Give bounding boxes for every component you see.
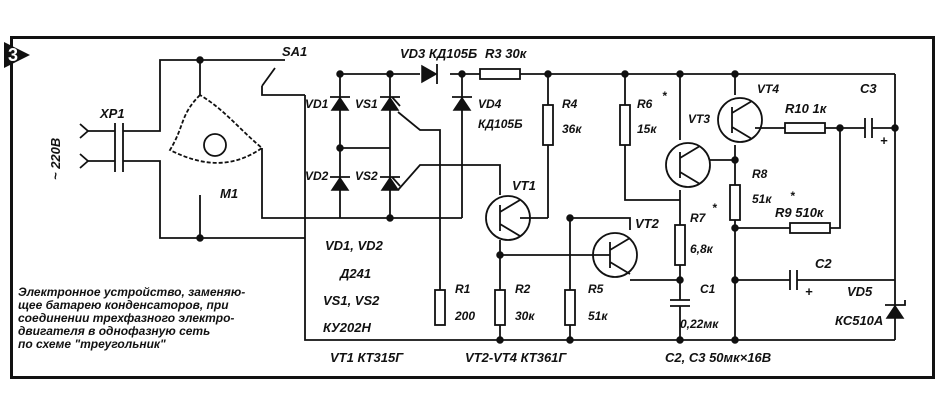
- ku202n-type-label: КУ202Н: [323, 320, 371, 335]
- vd5-type-label: КС510А: [835, 313, 883, 328]
- r9-label: R9 510к: [775, 205, 825, 220]
- r9-star: *: [790, 189, 796, 203]
- c2-plus-sign: +: [805, 284, 813, 299]
- vd3-diode-symbol: [421, 64, 438, 84]
- vt1-label: VT1: [512, 178, 536, 193]
- vt2-label: VT2: [635, 216, 660, 231]
- vd1-vd2-type-label: VD1, VD2: [325, 238, 384, 253]
- c3-label: C3: [860, 81, 877, 96]
- vs2-thyristor-symbol: [380, 176, 401, 191]
- c2-c3-type-label: С2, С3 50мк×16В: [665, 350, 771, 365]
- vd2-label: VD2: [305, 169, 329, 183]
- vd1-diode-symbol: [330, 96, 350, 111]
- r10-resistor-symbol: [784, 122, 826, 134]
- vt3-transistor-symbol: [665, 142, 711, 188]
- sa1-label: SA1: [282, 44, 307, 59]
- figure-frame: [10, 36, 935, 379]
- r3-label: R3 30к: [485, 46, 528, 61]
- vd1-label: VD1: [305, 97, 329, 111]
- vd4-label: VD4: [478, 97, 502, 111]
- m1-label: M1: [220, 186, 238, 201]
- xp1-label: XP1: [99, 106, 125, 121]
- vd4-type-label: КД105Б: [478, 117, 523, 131]
- r8-value-label: 51к: [752, 192, 772, 206]
- junction-dots: [196, 56, 899, 344]
- r2-resistor-symbol: [494, 289, 506, 326]
- caption-line: щее батарею конденсаторов, при: [18, 298, 229, 312]
- caption-line: по схеме "треугольник": [18, 337, 166, 351]
- r1-value-label: 200: [454, 309, 475, 323]
- vt1-transistor-symbol: [485, 195, 531, 241]
- r6-star: *: [662, 89, 668, 103]
- r7-resistor-symbol: [674, 224, 686, 266]
- r8-resistor-symbol: [729, 184, 741, 221]
- r5-resistor-symbol: [564, 289, 576, 326]
- vt2-vt4-type-label: VT2-VT4 КТ361Г: [465, 350, 567, 365]
- r7-value-label: 6,8к: [690, 242, 714, 256]
- vt4-label: VT4: [757, 82, 779, 96]
- mains-voltage-label: ~ 220В: [48, 138, 63, 180]
- vs1-label: VS1: [355, 97, 378, 111]
- sa1-switch-symbol: [261, 59, 285, 87]
- r4-label: R4: [562, 97, 578, 111]
- caption-line: соединении трехфазного электро-: [18, 311, 235, 325]
- r4-value-label: 36к: [562, 122, 582, 136]
- r6-label: R6: [637, 97, 653, 111]
- d241-type-label: Д241: [339, 266, 371, 281]
- vd3-label: VD3 КД105Б: [400, 46, 477, 61]
- vs2-label: VS2: [355, 169, 378, 183]
- c1-value-label: 0,22мк: [680, 317, 719, 331]
- r1-resistor-symbol: [434, 289, 446, 326]
- r7-label: R7: [690, 211, 707, 225]
- r1-label: R1: [455, 282, 471, 296]
- vd5-zener-symbol: [885, 300, 906, 319]
- r5-label: R5: [588, 282, 604, 296]
- wires: [88, 59, 896, 341]
- vt3-label: VT3: [688, 112, 710, 126]
- vs1-vs2-type-label: VS1, VS2: [323, 293, 380, 308]
- r10-label: R10 1к: [785, 101, 828, 116]
- xp1-plug: [79, 123, 89, 169]
- vt2-transistor-symbol: [592, 232, 638, 278]
- vt1-type-label: VT1 КТ315Г: [330, 350, 404, 365]
- vd5-label: VD5: [847, 284, 873, 299]
- c2-label: C2: [815, 256, 832, 271]
- c3-plus-sign: +: [880, 133, 888, 148]
- vd4-diode-symbol: [452, 96, 472, 111]
- r5-value-label: 51к: [588, 309, 608, 323]
- r2-label: R2: [515, 282, 531, 296]
- c2-capacitor-symbol: [789, 270, 805, 290]
- r6-resistor-symbol: [619, 104, 631, 146]
- c3-capacitor-symbol: [864, 118, 880, 138]
- c1-capacitor-symbol: [670, 299, 690, 315]
- vt4-transistor-symbol: [717, 97, 763, 143]
- r4-resistor-symbol: [542, 104, 554, 146]
- vs1-thyristor-symbol: [380, 96, 401, 111]
- r7-star: *: [712, 201, 718, 215]
- figure-caption: Электронное устройство, заменяю- щее бат…: [18, 286, 288, 351]
- c1-label: C1: [700, 282, 716, 296]
- r6-value-label: 15к: [637, 122, 657, 136]
- r9-resistor-symbol: [789, 222, 831, 234]
- m1-motor-symbol: [168, 93, 264, 164]
- r8-label: R8: [752, 167, 768, 181]
- vd2-diode-symbol: [330, 176, 350, 191]
- caption-line: Электронное устройство, заменяю-: [18, 285, 246, 299]
- r3-resistor-symbol: [479, 68, 521, 80]
- caption-line: двигателя в однофазную сеть: [18, 324, 211, 338]
- r2-value-label: 30к: [515, 309, 535, 323]
